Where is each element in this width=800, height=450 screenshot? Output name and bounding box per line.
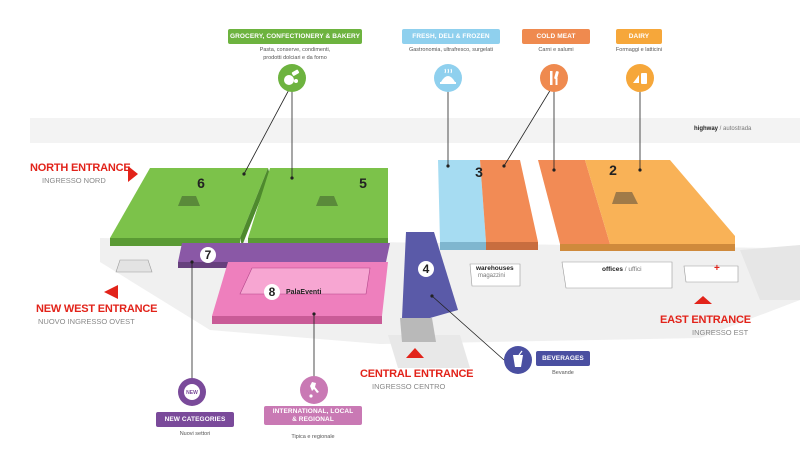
knife-fork-icon [540,64,568,92]
international-tag-line2: & REGIONAL [292,415,334,423]
highway-label: highway / autostrada [694,126,751,132]
hall-7-number: 7 [200,247,216,263]
cloche-icon [434,64,462,92]
central-entrance-label: CENTRAL ENTRANCE [360,368,474,380]
hall-8-side [212,316,382,324]
hall-4-number: 4 [418,261,434,277]
warehouses-building [469,263,521,287]
warehouses-label: warehouses [476,265,514,272]
international-sub: Tipica e regionale [291,434,335,440]
drink-icon [504,346,532,374]
hall-2-skylight [612,192,638,204]
svg-text:NEW: NEW [186,390,198,396]
east-entrance-sub: INGRESSO EST [692,328,749,337]
italy-map-icon [300,376,328,404]
new-categories-sub: Nuovi settori [179,431,211,437]
hall-4-stairs [400,318,436,342]
central-entrance-sub: INGRESSO CENTRO [372,382,446,391]
hall-3-number: 3 [475,164,483,180]
grocery-sub-2: prodotti dolciari e da forno [263,55,327,61]
first-aid-icon: + [714,263,720,274]
west-entrance-label: NEW WEST ENTRANCE [36,303,158,315]
road-central [388,335,470,368]
road-east [740,245,800,300]
offices-label-it: uffici [628,266,642,273]
east-entrance-arrow [694,296,712,304]
milk-cheese-icon [626,64,654,92]
offices-slash: / [622,266,629,273]
beverages-sub: Bevande [552,370,574,376]
hall-3-side-blue [440,242,486,250]
new-badge-icon: NEW [178,378,206,406]
highway-road [30,118,800,143]
hall-6-edge [240,168,270,246]
west-building [115,259,153,273]
hall-2-side [560,244,735,251]
north-entrance-arrow [128,166,138,182]
international-tag-line1: INTERNATIONAL, LOCAL [272,408,354,415]
leader-beverages [431,295,505,361]
highway-slash: / [718,126,724,132]
fresh-tag: FRESH, DELI & FROZEN [402,29,500,44]
west-entrance-sub: NUOVO INGRESSO OVEST [38,317,135,326]
hall-2-coldmeat[interactable] [538,160,610,244]
offices-label-en: offices [602,266,623,273]
hall-2-dairy[interactable] [585,160,735,244]
cold-meat-sub: Carni e salumi [538,47,574,53]
grocery-sub-1: Pasta, conserve, condimenti, [259,47,331,53]
international-tag: INTERNATIONAL, LOCAL & REGIONAL [264,406,362,425]
highway-label-en: highway [694,126,719,132]
hall-8-number: 8 [264,284,280,300]
fresh-sub: Gastronomia, ultrafresco, surgelati [408,47,494,53]
central-entrance-arrow [406,348,424,358]
north-entrance-label: NORTH ENTRANCE [30,162,131,174]
dairy-sub: Formaggi e latticini [615,47,663,53]
leader-coldmeat-3 [503,83,555,167]
hall-5-skylight [316,196,338,206]
offices-building [561,261,673,289]
cold-meat-tag: COLD MEAT [522,29,590,44]
east-entrance-label: EAST ENTRANCE [660,314,751,326]
beverages-tag: BEVERAGES [536,351,590,366]
warehouses-sub: magazzini [478,273,506,279]
hall-2-number: 2 [609,162,617,178]
highway-label-it: autostrada [723,126,752,132]
hall-6-number: 6 [197,175,205,191]
first-aid-building [683,265,739,283]
new-categories-tag: NEW CATEGORIES [156,412,234,427]
grocery-icon [278,64,306,92]
north-entrance-sub: INGRESSO NORD [42,176,106,185]
hall-7[interactable] [178,243,390,262]
hall-3-coldmeat[interactable] [480,160,538,242]
hall-6-skylight [178,196,200,206]
leader-grocery-6 [243,83,293,175]
offices-label: offices / uffici [602,266,642,273]
grocery-tag: GROCERY, CONFECTIONERY & BAKERY [228,29,362,44]
west-entrance-arrow [104,285,118,299]
dairy-tag: DAIRY [616,29,662,44]
hall-5-number: 5 [359,175,367,191]
hall-3-fresh[interactable] [438,160,486,242]
hall-8-name: PalaEventi [286,289,322,296]
